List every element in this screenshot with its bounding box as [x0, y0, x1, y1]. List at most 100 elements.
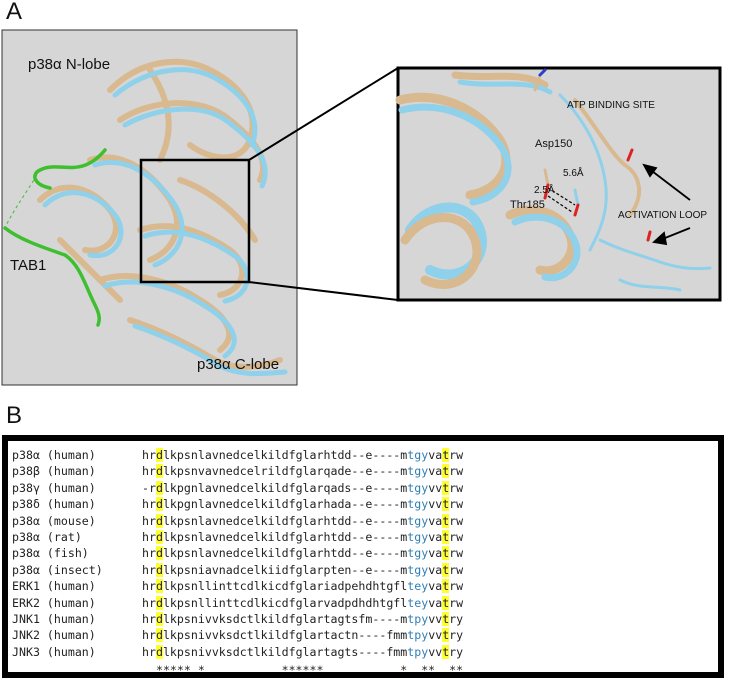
sequence-middle-2: vv: [428, 497, 443, 512]
conserved-thr-residue: t: [442, 464, 450, 479]
conserved-thr-residue: t: [442, 448, 450, 462]
sequence-middle: lkpgnlavnedcelkildfglarhada--e----m: [162, 497, 408, 512]
conserved-asp-residue: d: [155, 448, 163, 462]
tab1-disordered-linker: [4, 169, 41, 229]
conserved-asp-residue: d: [155, 497, 163, 512]
conserved-thr-residue: t: [442, 480, 450, 495]
sequence-middle: lkpsnllinttcdlkicdfglarvadpdhdhtgfl: [162, 595, 408, 610]
conserved-asp-residue: d: [155, 562, 163, 577]
sequence-middle: lkpsnivvksdctlkildfglartagtsfm----m: [162, 612, 408, 626]
c-lobe-label: p38α C-lobe: [197, 356, 280, 373]
conserved-thr-residue: t: [442, 612, 450, 626]
tab1-label: TAB1: [10, 257, 47, 274]
panel-b-letter: B: [6, 402, 23, 429]
sequence-middle-2: va: [428, 513, 443, 528]
panel-a-structure-figure: [1, 29, 722, 386]
conserved-asp-residue: d: [155, 530, 163, 544]
conserved-thr-residue: t: [442, 579, 450, 594]
sequence-middle: lkpsnlavnedcelkildfglarhtdd--e----m: [162, 546, 408, 561]
conserved-asp-residue: d: [155, 612, 163, 626]
sequence-middle: lkpsnlavnedcelkildfglarhtdd--e----m: [162, 513, 408, 528]
sequence-middle: lkpsnlavnedcelkildfglarhtdd--e----m: [162, 530, 408, 544]
sequence-prefix: hr: [142, 644, 156, 659]
alignment-row: p38γ (human)-rdlkpgnlavnedcelkildfglarqa…: [12, 480, 464, 496]
conserved-asp-residue: d: [155, 579, 163, 594]
sequence-middle: lkpsnivvksdctlkildfglartagts----fmm: [162, 644, 408, 659]
sequence-middle-2: vv: [428, 612, 443, 626]
sequence-middle-2: va: [428, 562, 443, 577]
sequence-suffix: rw: [449, 480, 464, 495]
sequence-prefix: hr: [142, 464, 156, 479]
conserved-thr-residue: t: [442, 595, 450, 610]
phospho-motif: tey: [407, 579, 429, 594]
sequence-prefix: hr: [142, 628, 156, 643]
conserved-thr-residue: t: [442, 497, 450, 512]
conserved-asp-residue: d: [155, 464, 163, 479]
conserved-asp-residue: d: [155, 513, 163, 528]
alignment-row: p38α (human)hrdlkpsnlavnedcelkildfglarht…: [12, 448, 463, 463]
distance-5-6-label: 5.6Å: [563, 168, 584, 179]
sequence-prefix: hr: [142, 513, 156, 528]
asp150-label: Asp150: [535, 138, 573, 150]
sequence-suffix: rw: [449, 579, 464, 594]
conservation-stars: ***** * ****** * ** **: [142, 663, 464, 677]
phospho-motif: tgy: [407, 546, 429, 561]
sequence-name: ERK1 (human): [12, 579, 96, 594]
sequence-middle-2: vv: [428, 480, 443, 495]
sequence-suffix: rw: [449, 562, 464, 577]
conserved-thr-residue: t: [442, 513, 450, 528]
alignment-row: JNK1 (human)hrdlkpsnivvksdctlkildfglarta…: [12, 612, 463, 627]
sequence-suffix: ry: [449, 612, 464, 626]
sequence-middle: lkpsnivvksdctlkildfglartactn----fmm: [162, 628, 408, 643]
sequence-prefix: -r: [142, 480, 156, 495]
alignment-row: p38α (mouse) hrdlkpsnlavnedcelkildfglarht…: [12, 513, 464, 529]
tab1-ribbon: [3, 148, 107, 327]
conserved-asp-residue: d: [155, 644, 163, 659]
sequence-suffix: rw: [449, 546, 464, 561]
alignment-row: p38α (fish)hrdlkpsnlavnedcelkildfglarhtd…: [12, 546, 463, 561]
sequence-suffix: rw: [449, 448, 464, 462]
sequence-prefix: hr: [142, 562, 156, 577]
sequence-middle-2: va: [428, 448, 443, 462]
sequence-suffix: rw: [449, 513, 464, 528]
sequence-middle-2: vv: [428, 644, 443, 659]
sequence-middle-2: va: [428, 546, 443, 561]
sequence-middle: lkpsnllinttcdlkicdfglariadpehdhtgfl: [162, 579, 408, 594]
alignment-row: ERK1 (human) hrdlkpsnllinttcdlkicdfglaria…: [12, 579, 463, 594]
n-lobe-label: p38α N-lobe: [28, 56, 111, 73]
conserved-thr-residue: t: [442, 546, 450, 561]
sequence-name: p38β (human): [12, 464, 96, 479]
sequence-prefix: hr: [142, 595, 156, 610]
sequence-middle: lkpsnvavnedcelrildfglarqade--e----m: [162, 464, 408, 479]
alignment-row: JNK2 (human) hrdlkpsnivvksdctlkildfglarta…: [12, 628, 463, 643]
conserved-asp-residue: d: [155, 628, 163, 643]
sequence-prefix: hr: [142, 579, 156, 594]
sequence-name: p38γ (human): [12, 480, 96, 495]
conserved-thr-residue: t: [442, 644, 450, 659]
conserved-asp-residue: d: [155, 546, 163, 561]
sequence-middle-2: va: [428, 530, 443, 544]
sequence-middle: lkpsnlavnedcelkildfglarhtdd--e----m: [162, 448, 408, 462]
zoomed-ribbons: [395, 71, 712, 292]
sequence-name: JNK2 (human): [12, 628, 96, 643]
distance-2-5-label: 2.5Å: [534, 185, 555, 196]
phospho-motif: tgy: [407, 530, 429, 544]
phospho-motif: tpy: [407, 644, 429, 659]
sequence-suffix: rw: [449, 464, 464, 479]
active-site-side-chains: [533, 68, 652, 242]
alignment-row: p38β (human) hrdlkpsnvavnedcelrildfglarqa…: [12, 464, 463, 479]
phospho-motif: tgy: [407, 448, 429, 462]
sequence-alignment-box: p38α (human)hrdlkpsnlavnedcelkildfglarht…: [2, 435, 724, 678]
sequence-suffix: rw: [449, 530, 464, 544]
phospho-motif: tpy: [407, 612, 429, 626]
sequence-middle: lkpsniavnadcelkiidfglarpten--e----m: [162, 562, 408, 577]
phospho-motif: tgy: [407, 497, 429, 512]
conserved-thr-residue: t: [442, 562, 450, 577]
sequence-name: p38α (mouse): [12, 513, 96, 528]
blue-ribbon-structure: [42, 67, 288, 377]
sequence-suffix: ry: [449, 628, 464, 643]
activation-loop-arrows: [642, 163, 691, 246]
phospho-motif: tey: [407, 595, 429, 610]
alignment-row: p38α (insect)hrdlkpsniavnadcelkiidfglarp…: [12, 562, 464, 578]
phospho-motif: tgy: [407, 464, 429, 479]
